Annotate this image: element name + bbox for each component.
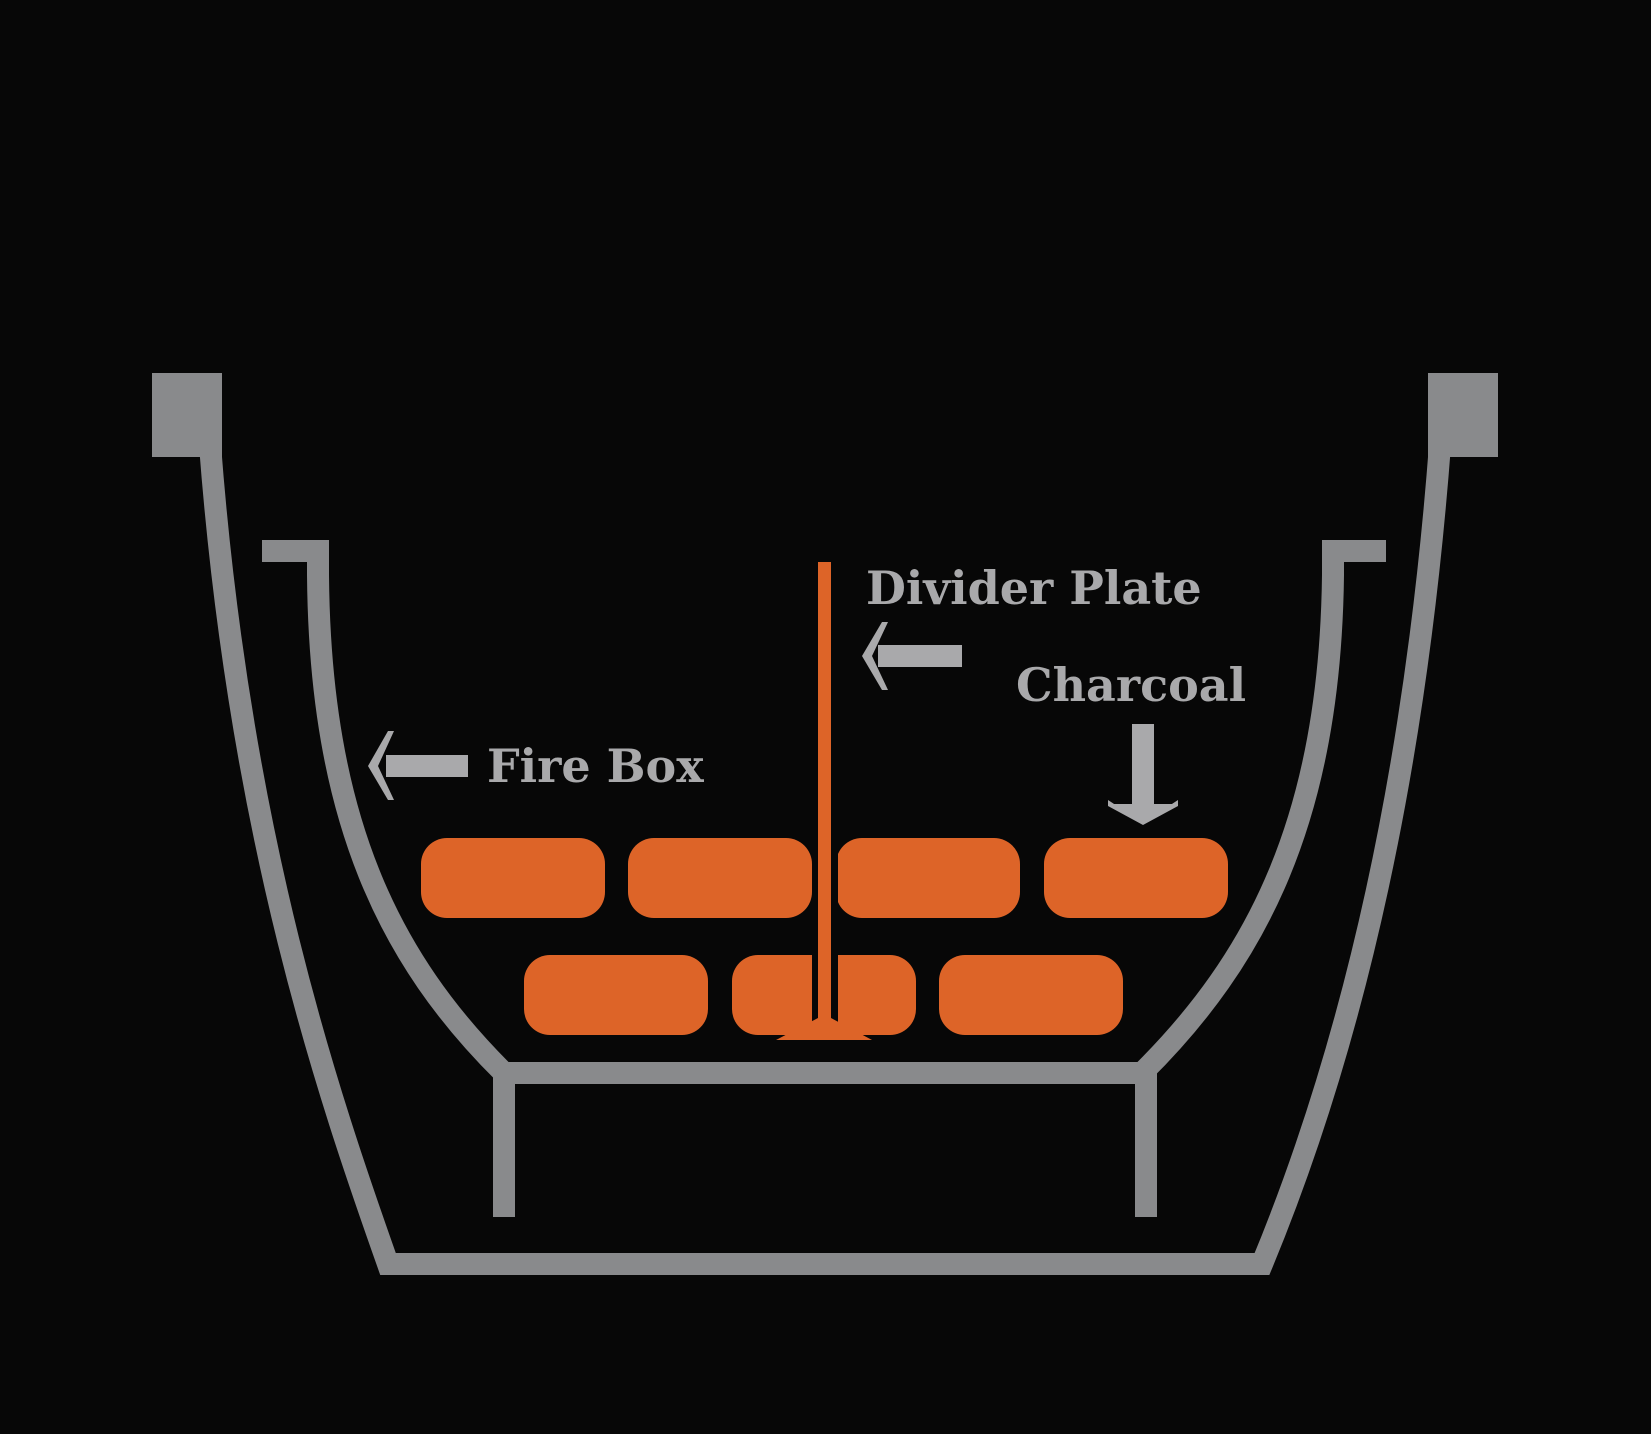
charcoal-briquette bbox=[836, 838, 1020, 918]
charcoal-briquette bbox=[421, 838, 605, 918]
fire-box-arrow-icon bbox=[368, 731, 468, 800]
divider-plate bbox=[776, 560, 872, 1040]
divider-plate-label: Divider Plate bbox=[866, 561, 1202, 615]
charcoal-briquette bbox=[524, 955, 708, 1035]
outer-bowl bbox=[152, 374, 1492, 1275]
charcoal-briquette bbox=[628, 838, 812, 918]
divider-plate-foot bbox=[776, 1018, 872, 1040]
charcoal-arrow-icon bbox=[1108, 724, 1178, 825]
divider-plate-arrow-icon bbox=[862, 622, 962, 690]
fire-box bbox=[262, 540, 1386, 1217]
charcoal-label: Charcoal bbox=[1016, 658, 1246, 712]
charcoal-briquette bbox=[939, 955, 1123, 1035]
outer-bowl-right-rim bbox=[1428, 373, 1498, 457]
charcoal-briquette bbox=[1044, 838, 1228, 918]
divider-plate-stem bbox=[818, 562, 831, 1034]
outer-bowl-left-rim bbox=[152, 373, 222, 457]
fire-box-label: Fire Box bbox=[487, 739, 704, 793]
charcoal-briquettes bbox=[421, 838, 1228, 1035]
